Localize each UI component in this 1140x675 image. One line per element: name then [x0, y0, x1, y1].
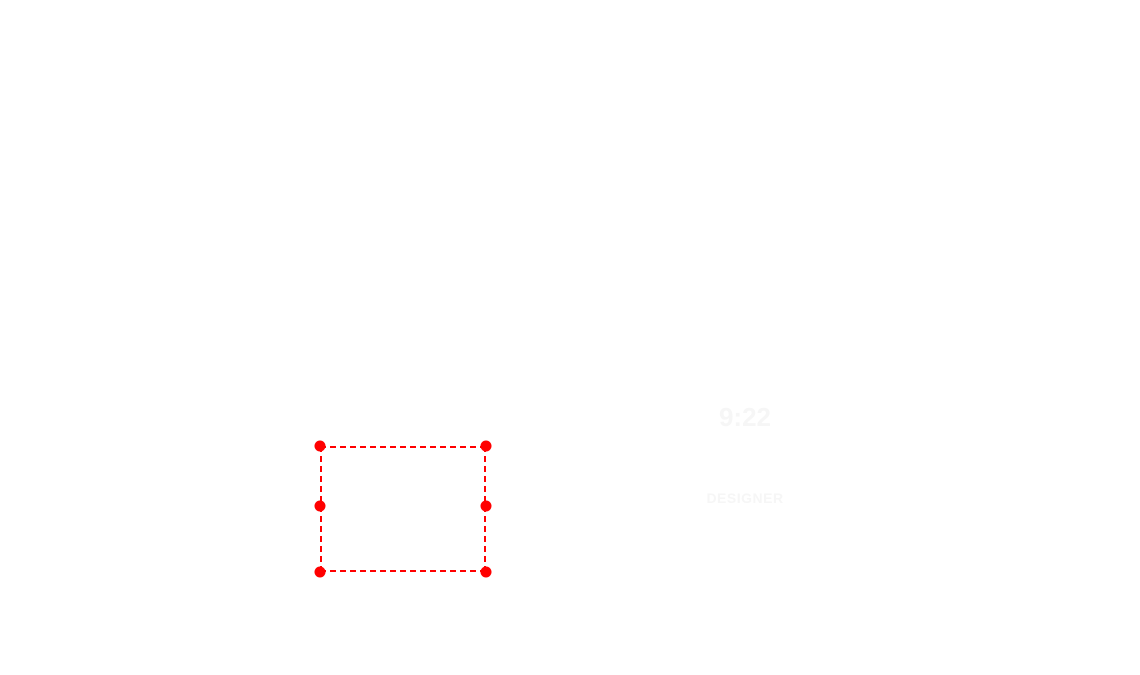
resize-handle-bottom-left[interactable]	[314, 566, 326, 578]
faint-label-text: DESIGNER	[706, 490, 784, 506]
resize-handle-middle-right[interactable]	[480, 500, 492, 512]
resize-handle-middle-left[interactable]	[314, 500, 326, 512]
resize-handle-top-right[interactable]	[480, 440, 492, 452]
resize-handle-bottom-right[interactable]	[480, 566, 492, 578]
faint-clock-text: 9:22	[718, 402, 772, 432]
resize-handle-top-left[interactable]	[314, 440, 326, 452]
selection-rectangle[interactable]	[320, 446, 486, 572]
